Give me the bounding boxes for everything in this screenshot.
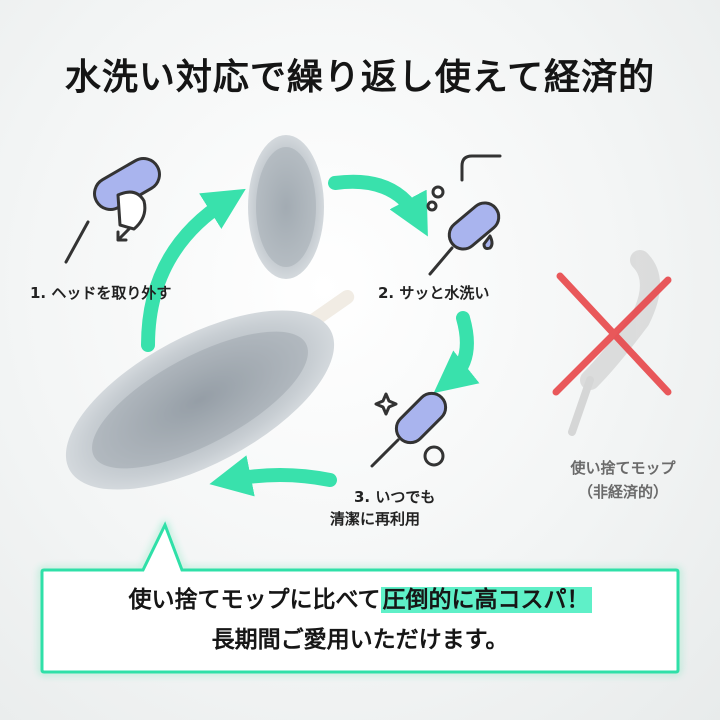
detach-head-icon [64,157,161,264]
disposable-mop-label: 使い捨てモップ （非経済的） [538,456,708,504]
arrow-left-up [141,188,246,352]
reuse-icon [370,391,448,468]
wash-icon [426,154,502,276]
message-line-1: 使い捨てモップに比べて圧倒的に高コスパ！ [42,580,678,620]
disposable-mop-line-1: 使い捨てモップ [570,459,676,477]
message-line-1-pre: 使い捨てモップに比べて [128,587,381,613]
step-1-label: 1. ヘッドを取り外す [30,284,172,302]
disposable-mop-image [568,250,660,436]
step-3-line-1: 3. いつでも [354,488,436,506]
message-highlight: 圧倒的に高コスパ！ [380,587,592,613]
message-bubble [40,519,680,674]
page-title: 水洗い対応で繰り返し使えて経済的 [64,57,656,98]
disposable-mop-line-2: （非経済的） [577,483,668,501]
arrow-bottom-left [209,455,337,497]
step-2-label: 2. サッと水洗い [378,284,490,302]
step-3-label: 3. いつでも 清潔に再利用 [330,486,435,530]
message-text: 使い捨てモップに比べて圧倒的に高コスパ！ 長期間ご愛用いただけます。 [42,580,678,660]
message-line-2: 長期間ご愛用いただけます。 [211,627,509,653]
arrow-top-right [328,174,428,237]
arrow-right-down [433,311,480,394]
duster-head-image [248,135,324,279]
main-duster-image [65,289,355,490]
step-3-line-2: 清潔に再利用 [330,510,421,528]
cross-mark-icon [552,272,672,396]
cycle-arrows [141,174,480,497]
